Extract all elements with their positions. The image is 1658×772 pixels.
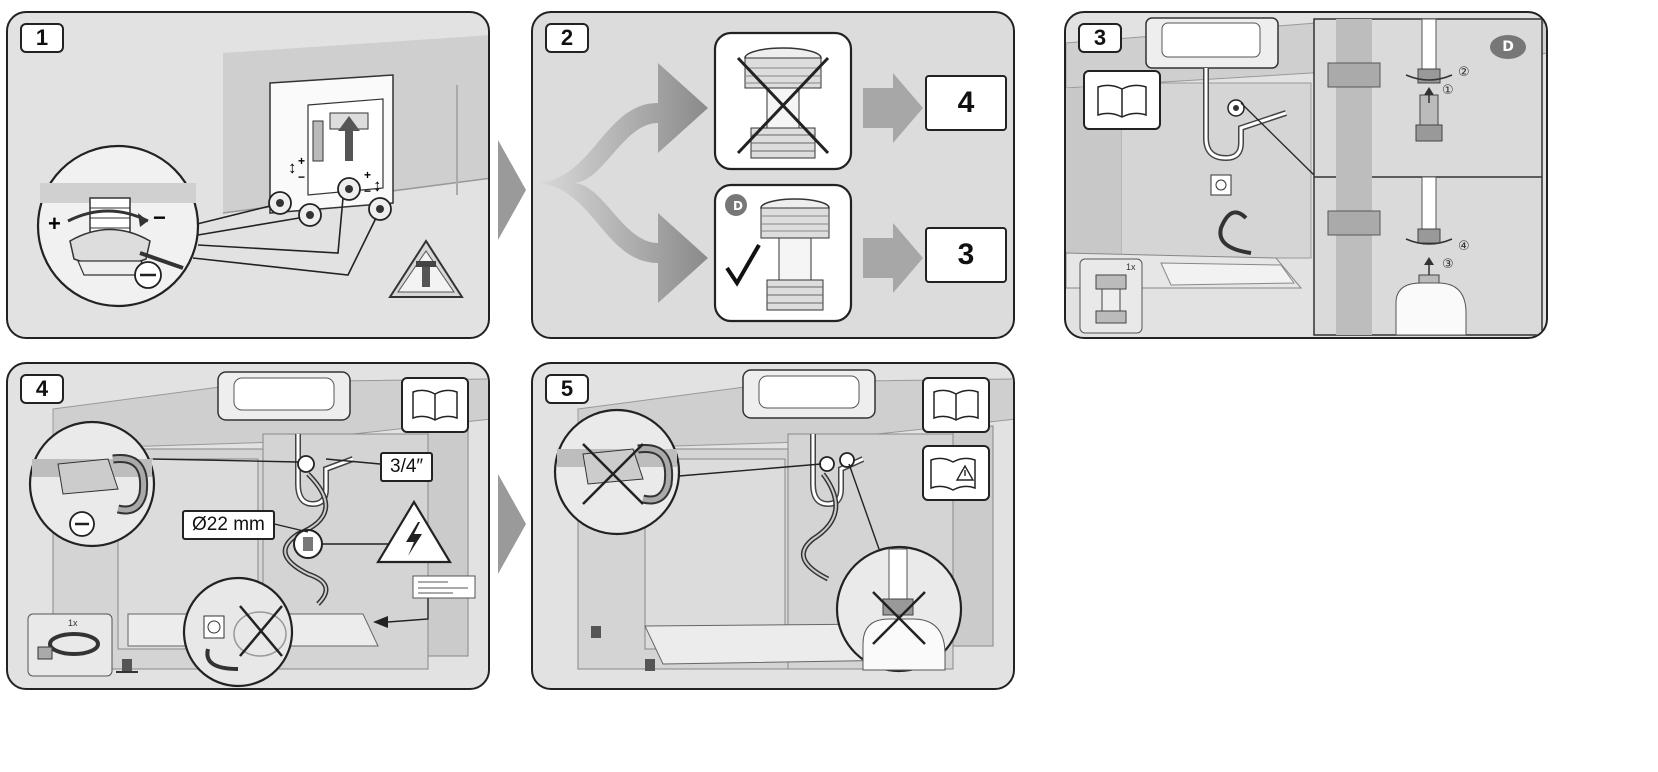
step-number: 3	[1078, 23, 1122, 53]
leveling-feet-illustration: ↕ + − ↕ + − + −	[36, 35, 488, 308]
cross-mark-icon	[736, 56, 830, 155]
quantity-label: 1x	[1126, 262, 1136, 272]
arrow-up-icon	[338, 116, 360, 161]
step-number: 5	[545, 374, 589, 404]
step-number: 1	[20, 23, 64, 53]
step-number: 2	[545, 23, 589, 53]
svg-text:−: −	[298, 170, 305, 184]
goto-step-4-box: 4	[925, 75, 1007, 131]
drain-and-power-illustration	[27, 371, 488, 688]
svg-text:↕: ↕	[373, 176, 382, 195]
country-badge: D	[733, 199, 743, 213]
water-connection-illustration	[1066, 17, 1546, 336]
country-badge: D	[1502, 39, 1514, 55]
panel-step-4: 4	[6, 362, 490, 690]
drain-diameter-label: Ø22 mm	[182, 510, 275, 540]
svg-text:↕: ↕	[288, 158, 297, 177]
quantity-label: 1x	[68, 618, 78, 628]
circled-number-2: ②	[1458, 65, 1470, 80]
electric-hazard-icon	[376, 499, 452, 564]
circled-number-3: ③	[1442, 257, 1454, 272]
circled-number-4: ④	[1458, 239, 1470, 254]
manual-book-icon	[922, 377, 990, 433]
circled-number-1: ①	[1442, 83, 1454, 98]
next-step-chevron	[498, 474, 526, 574]
goto-step-3-box: 3	[925, 227, 1007, 283]
next-step-chevron	[498, 140, 526, 240]
warning-triangle-icon	[388, 239, 464, 298]
manual-book-icon	[1083, 70, 1161, 130]
svg-text:+: +	[48, 211, 61, 236]
svg-text:+: +	[364, 168, 371, 182]
leak-check-illustration	[553, 369, 1013, 673]
panel-step-1: 1 ↕ + − ↕ + −	[6, 11, 490, 339]
manual-book-icon	[401, 377, 469, 433]
panel-step-2: 2	[531, 11, 1015, 339]
thread-size-label: 3/4″	[380, 452, 434, 482]
svg-text:−: −	[364, 184, 371, 198]
check-mark-icon	[725, 243, 761, 287]
svg-text:−: −	[153, 205, 166, 230]
hose-connector-decision	[533, 31, 923, 323]
panel-step-3: 3	[1064, 11, 1548, 339]
step-number: 4	[20, 374, 64, 404]
screwdriver-icon	[134, 251, 184, 289]
svg-text:+: +	[298, 154, 305, 168]
manual-warning-icon	[922, 445, 990, 501]
panel-step-5: 5	[531, 362, 1015, 690]
